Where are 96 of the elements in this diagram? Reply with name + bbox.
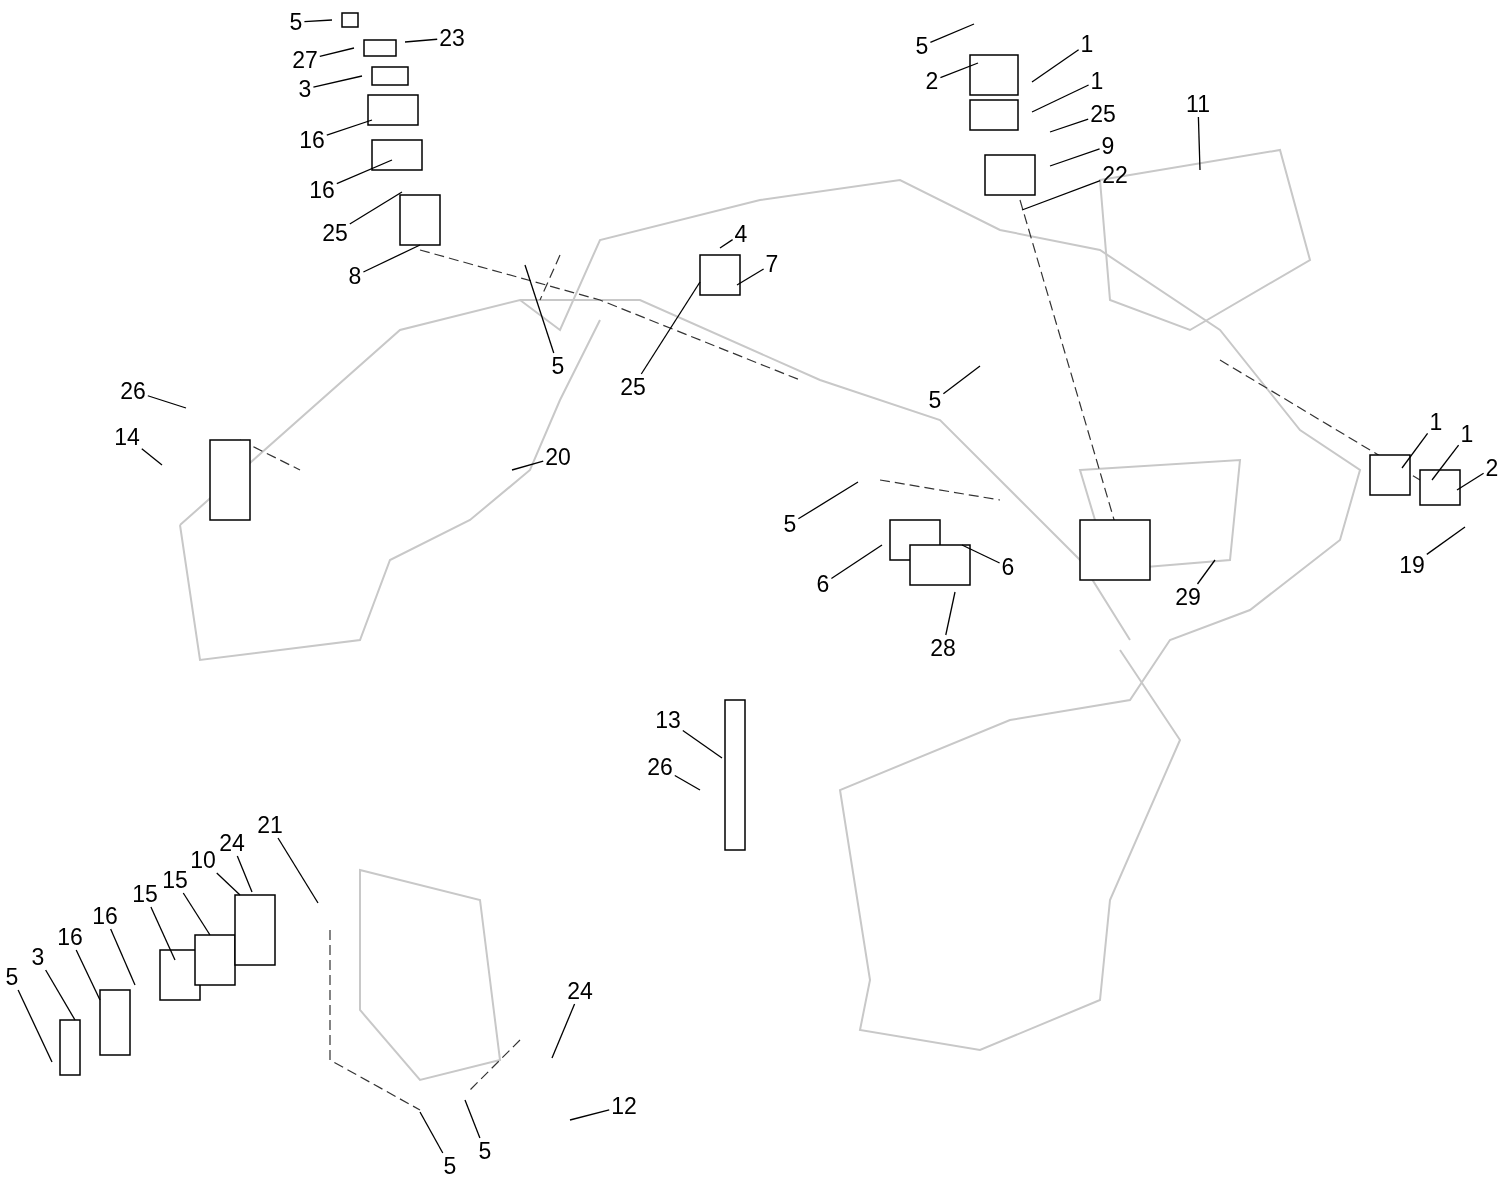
leader-line	[1031, 49, 1080, 83]
callout-number: 26	[120, 379, 146, 403]
leader-line	[830, 544, 883, 580]
callout-number: 6	[816, 572, 830, 596]
callout-number: 24	[219, 831, 245, 855]
leader-line	[929, 23, 975, 44]
callout-number: 5	[551, 354, 565, 378]
leader-line	[75, 949, 101, 1001]
leader-line	[141, 448, 163, 466]
leader-line	[1021, 179, 1101, 211]
leader-line	[524, 264, 555, 354]
leader-line	[569, 1109, 610, 1121]
leader-line	[942, 365, 981, 395]
callout-number: 16	[309, 178, 335, 202]
callout-number: 26	[647, 755, 673, 779]
leader-line	[349, 191, 403, 225]
callout-number: 8	[348, 264, 362, 288]
leader-line	[236, 855, 253, 893]
callout-number: 2	[925, 69, 939, 93]
callout-number: 5	[443, 1154, 457, 1178]
callout-number: 20	[545, 445, 571, 469]
leader-line	[312, 75, 363, 88]
callout-number: 5	[915, 34, 929, 58]
callout-number: 21	[257, 813, 283, 837]
leader-line	[110, 928, 136, 986]
callout-number: 1	[1080, 32, 1094, 56]
callout-number: 25	[1090, 102, 1116, 126]
callout-number: 19	[1399, 553, 1425, 577]
callout-number: 15	[132, 882, 158, 906]
callout-number: 24	[567, 979, 593, 1003]
callout-number: 13	[655, 708, 681, 732]
leader-line	[45, 969, 76, 1021]
leader-line	[640, 281, 701, 375]
callout-number: 9	[1101, 134, 1115, 158]
leader-line	[682, 729, 723, 759]
leader-line	[419, 1111, 444, 1154]
leader-line	[17, 989, 53, 1063]
leader-line	[961, 544, 1001, 564]
callout-number: 5	[783, 512, 797, 536]
leader-line	[1031, 84, 1090, 113]
callout-number: 3	[298, 77, 312, 101]
callout-number: 29	[1175, 585, 1201, 609]
callout-number: 28	[930, 636, 956, 660]
callout-number: 5	[289, 10, 303, 34]
callout-number: 5	[478, 1139, 492, 1163]
leader-line	[511, 460, 544, 471]
leader-line	[147, 395, 187, 409]
leader-line	[945, 591, 956, 636]
callout-number: 16	[57, 925, 83, 949]
leader-line	[1196, 559, 1216, 585]
leader-line	[1426, 526, 1466, 556]
leader-line	[404, 38, 438, 43]
callout-number: 10	[190, 848, 216, 872]
leader-line	[182, 892, 211, 936]
callout-number: 7	[765, 252, 779, 276]
callout-number: 4	[734, 222, 748, 246]
leader-line	[1431, 444, 1460, 481]
callout-number: 14	[114, 425, 140, 449]
leader-line	[362, 244, 421, 273]
leader-line	[1456, 472, 1485, 491]
leader-line	[1049, 148, 1101, 167]
leader-line	[939, 62, 979, 79]
callout-number: 1	[1460, 422, 1474, 446]
leader-line	[1197, 116, 1201, 171]
leader-line	[150, 906, 176, 961]
callout-number: 15	[162, 868, 188, 892]
leader-line	[1401, 432, 1429, 469]
callout-number: 5	[5, 965, 19, 989]
leader-line	[551, 1003, 576, 1059]
callout-number: 23	[439, 26, 465, 50]
callout-number: 2	[1485, 456, 1499, 480]
leader-line	[336, 159, 393, 185]
leader-line	[797, 481, 859, 520]
callout-number: 1	[1429, 410, 1443, 434]
callout-number: 25	[322, 221, 348, 245]
callout-number: 12	[611, 1094, 637, 1118]
callout-number: 27	[292, 48, 318, 72]
callout-number: 6	[1001, 555, 1015, 579]
leader-line	[319, 47, 355, 58]
leader-line	[464, 1099, 481, 1139]
callout-number: 3	[31, 945, 45, 969]
callout-number: 25	[620, 375, 646, 399]
leader-line	[216, 872, 241, 896]
leader-line	[326, 119, 373, 136]
leader-line	[277, 837, 319, 904]
leader-line	[303, 19, 333, 23]
callout-number: 16	[92, 904, 118, 928]
callout-number: 11	[1186, 92, 1210, 116]
callout-number: 22	[1102, 163, 1128, 187]
callout-number: 5	[928, 388, 942, 412]
callout-number: 1	[1090, 69, 1104, 93]
leader-line	[1049, 118, 1089, 133]
leader-line	[719, 238, 734, 249]
leader-line	[736, 268, 765, 286]
leader-line	[674, 774, 701, 791]
callout-number: 16	[299, 128, 325, 152]
